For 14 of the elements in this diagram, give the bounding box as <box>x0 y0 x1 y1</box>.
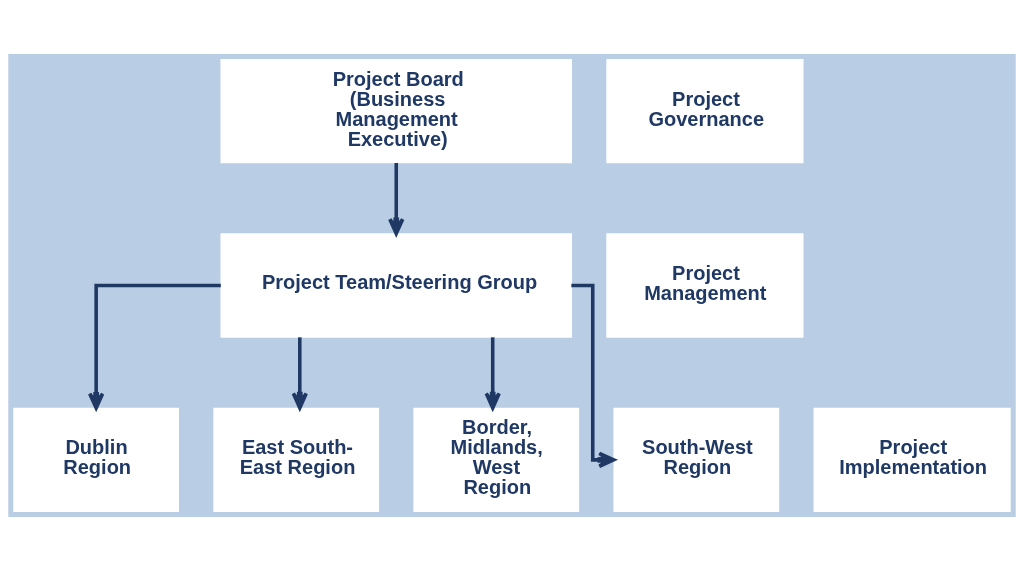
node-box: East South-East Region <box>213 407 380 512</box>
node-box: Project Board (Business Management Executive) <box>220 58 572 163</box>
node-box: Project Governance <box>606 58 804 163</box>
node-box: Dublin Region <box>13 407 180 512</box>
node-box: Project Management <box>606 232 804 338</box>
node-box: Project Implementation <box>813 407 1011 512</box>
arrow <box>87 283 221 410</box>
arrow <box>388 162 405 235</box>
arrow <box>291 336 308 410</box>
node-box: Project Team/Steering Group <box>220 232 572 338</box>
arrow <box>484 336 501 410</box>
node-box: Border, Midlands, West Region <box>413 407 580 512</box>
arrow <box>571 283 616 468</box>
node-box: South-West Region <box>613 407 780 512</box>
